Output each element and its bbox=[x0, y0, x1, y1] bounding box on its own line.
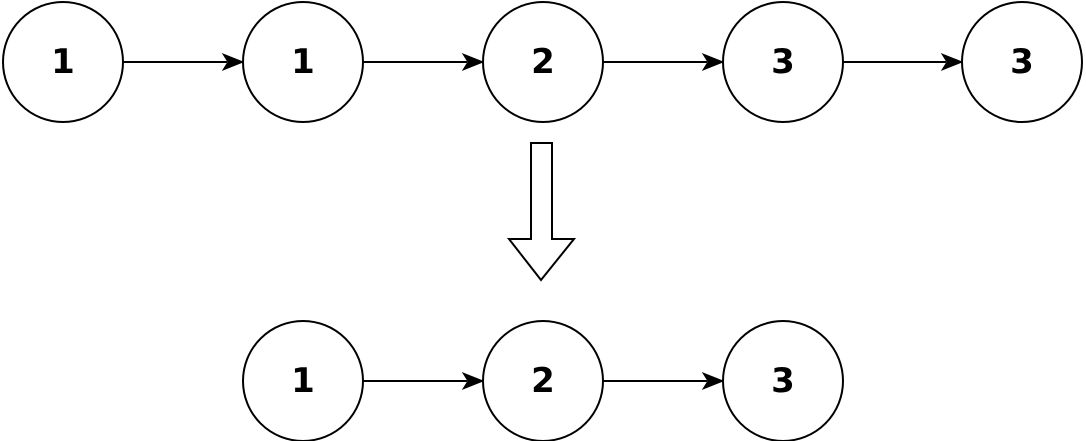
input-node-label: 3 bbox=[771, 42, 795, 82]
output-list-edges bbox=[363, 371, 725, 391]
input-node: 2 bbox=[482, 1, 604, 123]
output-node-circle bbox=[482, 320, 604, 441]
input-node-circle bbox=[2, 1, 124, 123]
output-node: 2 bbox=[482, 320, 604, 441]
input-node-label: 1 bbox=[291, 42, 315, 82]
input-node-circle bbox=[722, 1, 844, 123]
hollow-down-arrow-icon bbox=[506, 142, 577, 282]
input-node-label: 3 bbox=[1010, 42, 1034, 82]
output-node: 3 bbox=[722, 320, 844, 441]
output-arrowhead-icon bbox=[701, 371, 725, 391]
input-node: 1 bbox=[242, 1, 364, 123]
output-arrowhead-icon bbox=[461, 371, 485, 391]
input-node-circle bbox=[242, 1, 364, 123]
input-node-circle bbox=[482, 1, 604, 123]
input-node-circle bbox=[961, 1, 1083, 123]
input-node-label: 2 bbox=[531, 42, 555, 82]
input-arrowhead-icon bbox=[461, 52, 485, 72]
input-arrowhead-icon bbox=[940, 52, 964, 72]
output-node-circle bbox=[242, 320, 364, 441]
input-node-label: 1 bbox=[51, 42, 75, 82]
input-node: 3 bbox=[961, 1, 1083, 123]
input-node: 1 bbox=[2, 1, 124, 123]
input-arrowhead-icon bbox=[701, 52, 725, 72]
input-node: 3 bbox=[722, 1, 844, 123]
output-node-label: 3 bbox=[771, 361, 795, 401]
input-list: 1 1 2 3 3 bbox=[2, 1, 1083, 123]
output-node: 1 bbox=[242, 320, 364, 441]
input-list-edges bbox=[123, 52, 964, 72]
input-arrowhead-icon bbox=[221, 52, 245, 72]
output-node-label: 1 bbox=[291, 361, 315, 401]
output-node-label: 2 bbox=[531, 361, 555, 401]
output-node-circle bbox=[722, 320, 844, 441]
output-list: 1 2 3 bbox=[242, 320, 844, 441]
